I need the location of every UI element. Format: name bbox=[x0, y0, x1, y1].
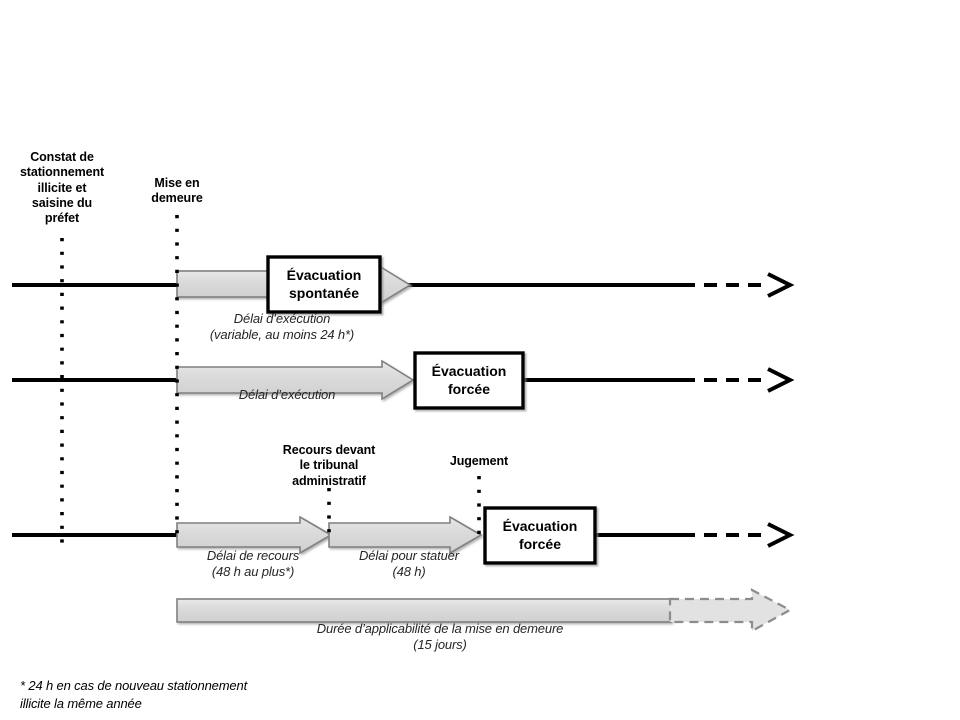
box-label-evacuation-spontanee: Évacuation spontanée bbox=[286, 266, 362, 301]
delay-arrow-row2 bbox=[176, 359, 415, 401]
event-label-recours: Recours devant le tribunal administratif bbox=[282, 443, 376, 488]
delay-label-delai-de-recours: Délai de recours (48 h au plus*) bbox=[206, 548, 300, 580]
delay-arrow-row3-recours bbox=[176, 515, 333, 555]
delay-label-delai-pour-statuer: Délai pour statuer (48 h) bbox=[359, 548, 459, 580]
footnote-text: * 24 h en cas de nouveau stationnement i… bbox=[20, 678, 248, 711]
timeline-row-1 bbox=[12, 272, 795, 298]
box-rect-evacuation-forcee-3 bbox=[483, 506, 597, 565]
box-label-evacuation-forcee-2: Évacuation forcée bbox=[431, 362, 507, 397]
delay-label-delai-execution-forcee: Délai d’exécution bbox=[238, 387, 336, 402]
duration-bar-solid bbox=[176, 598, 672, 623]
delay-label-duree-applicabilite: Durée d’applicabilité de la mise en deme… bbox=[316, 621, 564, 653]
timeline-row-3 bbox=[12, 522, 795, 548]
delay-label-delai-execution-spontanee: Délai d’exécution (variable, au moins 24… bbox=[209, 311, 355, 343]
axis-arrowhead-row3 bbox=[767, 522, 795, 548]
axis-arrowhead-row1 bbox=[767, 272, 795, 298]
axis-arrowhead-row2 bbox=[767, 367, 795, 393]
timeline-row-2 bbox=[12, 367, 795, 393]
duration-bar-dashed-arrow bbox=[668, 588, 793, 633]
event-label-mise-en-demeure: Mise en demeure bbox=[151, 176, 203, 206]
event-label-jugement: Jugement bbox=[449, 454, 509, 468]
delay-arrow-row3-statuer bbox=[328, 515, 483, 555]
box-rect-evacuation-forcee-2 bbox=[413, 351, 525, 410]
box-label-evacuation-forcee-3: Évacuation forcée bbox=[502, 517, 578, 552]
delay-bar-row1 bbox=[176, 270, 273, 298]
box-rect-evacuation-spontanee bbox=[266, 255, 382, 314]
event-label-constat: Constat de stationnement illicite et sai… bbox=[19, 150, 105, 225]
delay-arrowhead-row1 bbox=[378, 264, 412, 306]
